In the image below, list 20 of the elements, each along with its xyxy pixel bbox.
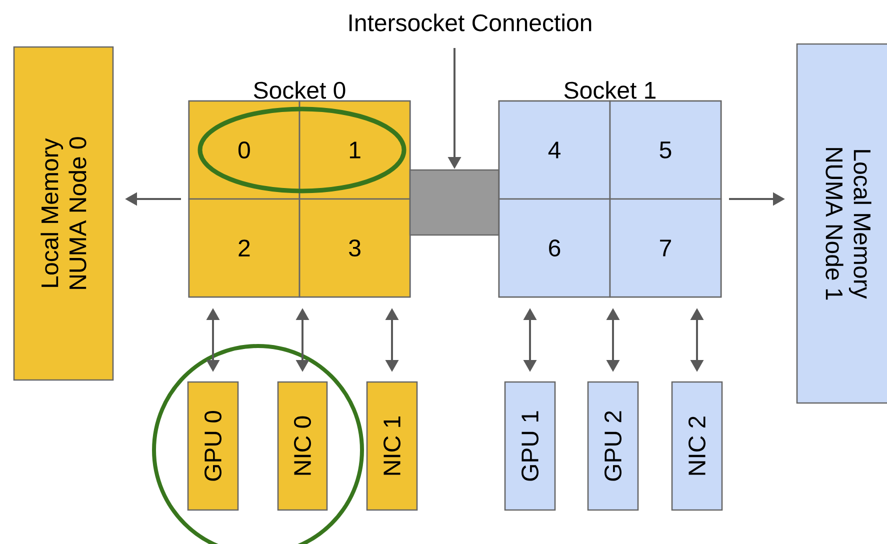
device-box: NIC 2	[671, 381, 723, 511]
connection-label: Intersocket Connection	[349, 14, 592, 32]
core-cell: 6	[498, 198, 611, 298]
interconnect-bar	[409, 169, 500, 236]
device-box: NIC 0	[277, 381, 328, 511]
core-cell: 5	[609, 100, 722, 200]
core-cell: 3	[298, 198, 411, 298]
core-cell: 2	[188, 198, 300, 298]
device-box: NIC 1	[366, 381, 418, 511]
device-box: GPU 0	[187, 381, 239, 511]
core-cell: 1	[298, 100, 411, 200]
device-box: GPU 1	[504, 381, 556, 511]
core-cell: 4	[498, 100, 611, 200]
memory-box: Local Memory NUMA Node 0	[13, 46, 114, 381]
node-label: Socket 0	[254, 81, 346, 99]
core-cell: 7	[609, 198, 722, 298]
device-box: GPU 2	[587, 381, 639, 511]
core-cell: 0	[188, 100, 300, 200]
node-label: Socket 1	[564, 81, 656, 99]
memory-box: Local Memory NUMA Node 1	[796, 43, 887, 404]
